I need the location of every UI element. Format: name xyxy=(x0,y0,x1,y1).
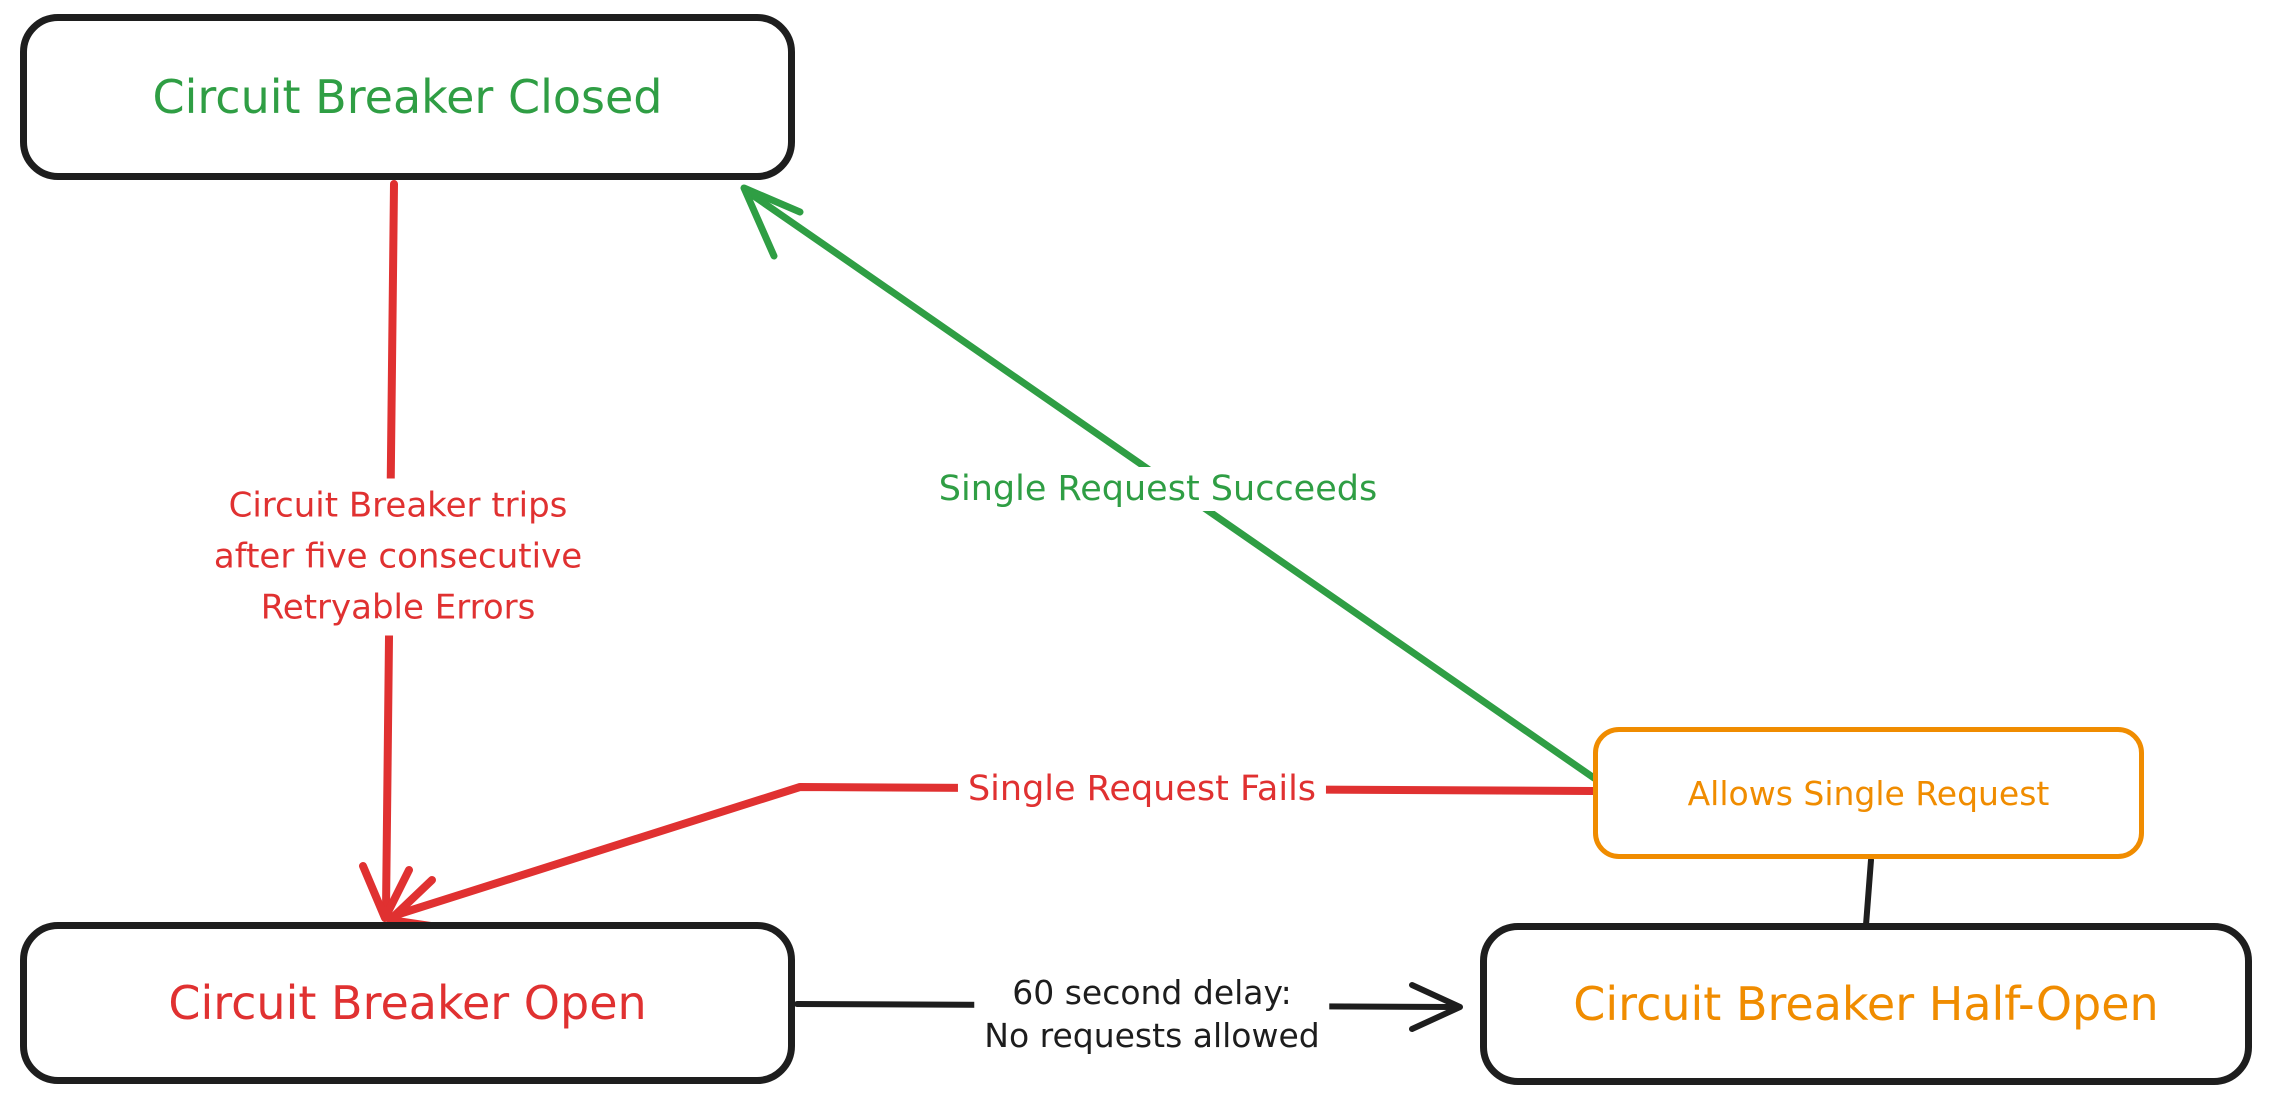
state-node-half-open: Circuit Breaker Half-Open xyxy=(1480,923,2252,1085)
edge-delay-arrowhead xyxy=(1409,982,1463,1032)
state-node-open-label: Circuit Breaker Open xyxy=(168,976,647,1030)
state-node-allows-single-request: Allows Single Request xyxy=(1593,727,2144,859)
edge-label-trip-line-3: Retryable Errors xyxy=(260,587,536,628)
edge-label-trip-line-1: Circuit Breaker trips xyxy=(228,485,568,526)
edge-half-open-link xyxy=(1863,857,1874,928)
edge-trip-arrowhead xyxy=(359,862,413,922)
edge-succeeds-arrowhead xyxy=(740,184,804,260)
state-node-open: Circuit Breaker Open xyxy=(20,922,795,1084)
edge-half-open-link-line xyxy=(1863,857,1874,928)
state-node-closed-label: Circuit Breaker Closed xyxy=(152,70,663,124)
edge-label-trip-line-2: after five consecutive xyxy=(213,536,583,577)
edge-fails-line xyxy=(392,783,1597,919)
state-node-closed: Circuit Breaker Closed xyxy=(20,14,795,180)
edge-label-succeeds: Single Request Succeeds xyxy=(928,467,1388,511)
edge-label-trip: Circuit Breaker trips after five consecu… xyxy=(203,478,593,636)
state-node-half-open-label: Circuit Breaker Half-Open xyxy=(1573,977,2159,1031)
edge-label-delay-line-1: 60 second delay: xyxy=(1012,973,1292,1012)
edge-label-delay-line-2: No requests allowed xyxy=(984,1016,1320,1055)
edge-label-fails: Single Request Fails xyxy=(957,767,1327,811)
edge-label-delay: 60 second delay: No requests allowed xyxy=(974,969,1330,1059)
state-node-allows-single-request-label: Allows Single Request xyxy=(1687,773,2050,813)
